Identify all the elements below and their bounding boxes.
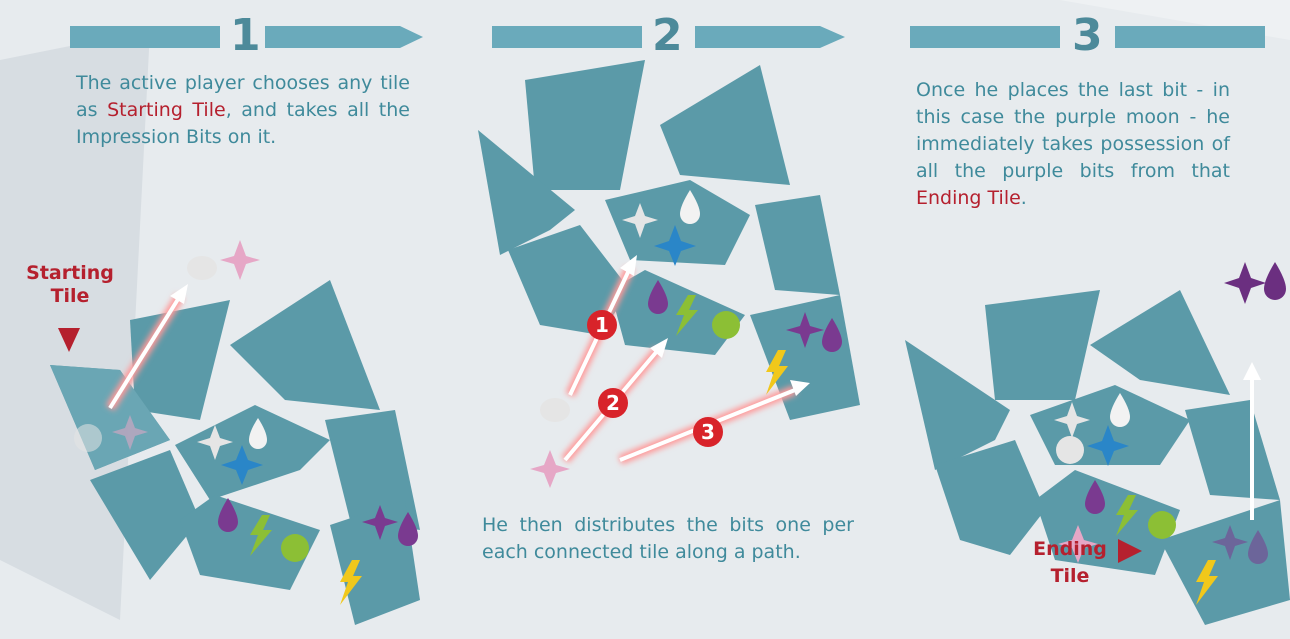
sphere-bit [281,534,309,562]
bolt-bit [766,350,788,395]
starting-tile-label: Starting Tile [20,262,120,308]
star-bit [1054,402,1090,438]
tile [1090,290,1230,395]
sphere-bit [187,256,217,280]
sphere-bit [540,398,570,422]
star-bit [1224,262,1266,304]
step-1-text-after: , and takes all the Impression Bits on i… [76,99,410,148]
path-marker-2: 2 [598,388,628,418]
tile [605,180,750,265]
step-3-description: Once he places the last bit - in this ca… [916,77,1230,212]
tile [180,495,320,590]
step-3-banner: 3 [910,12,1280,60]
sphere-bit [1056,436,1084,464]
star-bit [1087,425,1129,466]
star-bit [786,312,824,348]
path-marker-1: 1 [587,310,617,340]
path-marker-3: 3 [693,417,723,447]
drop-bit [398,512,418,546]
sphere-bit [712,311,740,339]
bolt-bit [340,560,362,605]
arrow-start [105,284,188,411]
path-marker-1-label: 1 [595,313,609,337]
star-bit [530,450,570,488]
drop-bit [249,418,267,449]
step-3-text-after: . [1020,187,1027,209]
step-3-tile-scene [905,262,1290,625]
ending-tile-label-line1: Ending [1033,538,1107,560]
star-bit [197,425,233,460]
step-2-banner: 2 [492,12,852,60]
path-marker-3-label: 3 [701,420,715,444]
ending-tile-label: Ending Tile [1020,538,1120,588]
tile [1035,470,1180,575]
down-triangle-icon [58,328,80,352]
drop-bit [648,280,668,314]
tile [1160,500,1290,625]
moon-bit [179,195,196,229]
sphere-bit [1148,511,1176,539]
step-3-panel: 3 Once he places the last bit - in this … [860,0,1290,639]
step-2-tile-scene: 1 2 3 [478,60,860,488]
drop-bit [1085,480,1105,514]
tile [905,340,1010,470]
star-bit [622,203,658,238]
starting-tile-label-line1: Starting [26,262,114,284]
step-1-highlight: Starting Tile [107,99,226,121]
bolt-bit [676,295,698,336]
tile [330,500,420,625]
step-1-description: The active player chooses any tile as St… [76,70,410,151]
step-2-panel: 2 [430,0,860,639]
step-1-tile-scene [50,195,420,625]
step-1-number: 1 [230,10,261,61]
path-marker-2-label: 2 [606,391,620,415]
bolt-bit [250,515,272,556]
step-3-highlight: Ending Tile [916,187,1021,209]
step-1-text-before: The active player chooses any tile as [76,72,410,121]
step-2-number: 2 [652,10,683,61]
tile [230,280,380,410]
step-2-description: He then distributes the bits one per eac… [482,514,854,563]
bolt-bit [1196,560,1218,605]
star-bit [221,445,263,485]
tile [985,290,1100,400]
drop-bit [1110,393,1130,427]
starting-tile-label-line2: Tile [50,285,90,307]
drop-bit [1264,262,1286,300]
step-3-text-before: Once he places the last bit - in this ca… [916,79,1230,182]
tile [660,65,790,185]
star-bit [1058,525,1098,563]
tile [525,60,645,190]
arrow-collect [1243,362,1261,520]
moon-bit [587,452,602,482]
tile [90,450,200,580]
step-1-banner: 1 [70,12,430,60]
tile [1185,400,1280,500]
tile [478,130,575,255]
star-bit [220,240,260,280]
step-1-panel: 1 The active player chooses any tile as … [0,0,430,639]
tile [508,225,630,335]
ending-tile-label-line2: Tile [1050,565,1090,587]
drop-bit [218,498,238,532]
bolt-bit [1116,495,1138,536]
drop-bit [822,318,842,352]
tile [935,440,1045,555]
tile [325,410,420,530]
star-bit [654,225,696,266]
step-3-number: 3 [1072,10,1103,61]
star-bit [362,505,398,540]
right-triangle-icon [1118,539,1142,563]
tile [755,195,840,295]
drop-bit [680,190,700,224]
